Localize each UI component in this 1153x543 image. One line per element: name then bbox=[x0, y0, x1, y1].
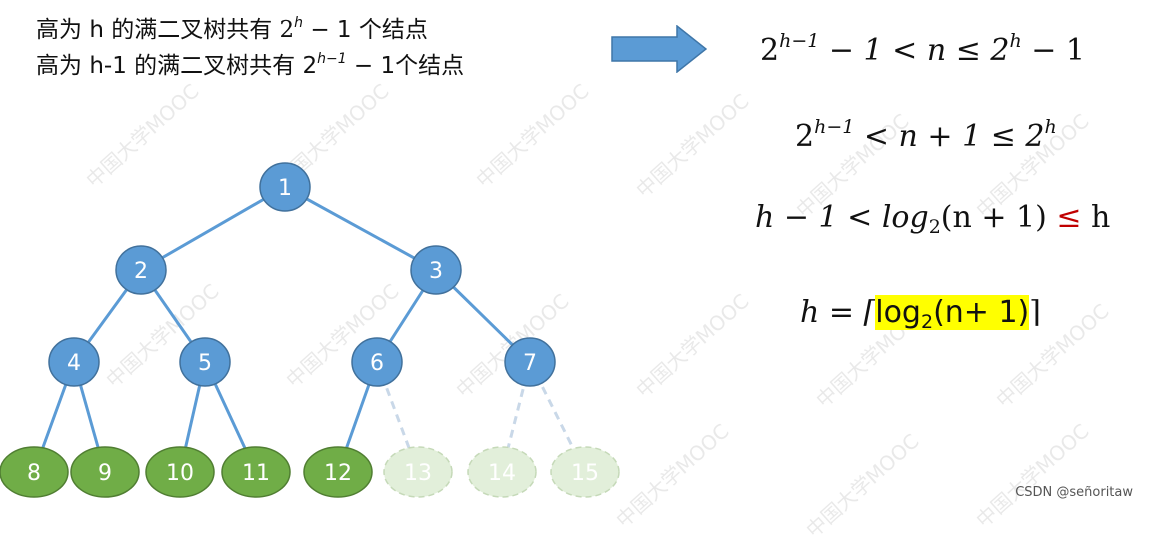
node-label: 8 bbox=[27, 461, 41, 486]
tree-node-4: 4 bbox=[48, 337, 100, 387]
node-shape bbox=[351, 337, 403, 387]
formula-height-result: h = ⌈log2(n+ 1)⌉ bbox=[800, 295, 1041, 333]
formula-log-bounds: h − 1 < log2(n + 1) ≤ h bbox=[755, 200, 1110, 238]
f3-right: h bbox=[1081, 200, 1111, 235]
highlighted-log-expression: log2(n+ 1) bbox=[875, 295, 1030, 333]
node-label: 9 bbox=[98, 461, 112, 486]
tree-node-10: 10 bbox=[145, 446, 215, 498]
node-label: 10 bbox=[166, 461, 194, 486]
tree-node-7: 7 bbox=[504, 337, 556, 387]
line1-mid: 的满二叉树共有 bbox=[103, 17, 280, 43]
f2-rest: < n + 1 ≤ 2 bbox=[854, 119, 1045, 154]
f1-rest: − 1 < n ≤ 2 bbox=[819, 33, 1010, 68]
node-shape bbox=[221, 446, 291, 498]
tree-node-1: 1 bbox=[259, 162, 311, 212]
node-shape bbox=[504, 337, 556, 387]
tree-node-6: 6 bbox=[351, 337, 403, 387]
line2-tail: − 1个结点 bbox=[346, 53, 465, 79]
tree-node-8: 8 bbox=[0, 446, 69, 498]
line1-prefix: 高为 bbox=[36, 17, 90, 43]
tree-node-12: 12 bbox=[303, 446, 373, 498]
node-label: 4 bbox=[67, 351, 81, 376]
full-tree-count-line-h: 高为 h 的满二叉树共有 2h − 1 个结点 bbox=[36, 8, 428, 45]
f1-exp: h−1 bbox=[779, 30, 820, 52]
node-shape bbox=[48, 337, 100, 387]
f3-left: h − 1 < log bbox=[755, 200, 929, 235]
node-shape bbox=[550, 446, 620, 498]
tree-node-3: 3 bbox=[410, 245, 462, 295]
f4-hl-pre: log bbox=[875, 295, 921, 330]
tree-node-2: 2 bbox=[115, 245, 167, 295]
right-arrow-icon bbox=[611, 25, 707, 73]
node-shape bbox=[467, 446, 537, 498]
line1-var: h bbox=[89, 17, 104, 43]
line2-mid: 的满二叉树共有 bbox=[126, 53, 303, 79]
node-shape bbox=[410, 245, 462, 295]
node-shape bbox=[179, 337, 231, 387]
watermark: 中国大学MOOC bbox=[801, 428, 924, 543]
f2-base: 2 bbox=[795, 119, 815, 154]
f1-exp2: h bbox=[1009, 30, 1022, 52]
watermark: 中国大学MOOC bbox=[971, 418, 1094, 533]
line1-base: 2 bbox=[279, 17, 295, 43]
node-label: 7 bbox=[523, 351, 537, 376]
node-label: 15 bbox=[571, 461, 599, 486]
node-label: 5 bbox=[198, 351, 212, 376]
line2-var: h-1 bbox=[89, 53, 127, 79]
f4-right: ⌉ bbox=[1029, 295, 1041, 330]
node-shape bbox=[383, 446, 453, 498]
node-label: 1 bbox=[278, 176, 292, 201]
watermark: 中国大学MOOC bbox=[631, 88, 754, 203]
f2-exp2: h bbox=[1044, 116, 1057, 138]
tree-node-14: 14 bbox=[467, 446, 537, 498]
tree-node-13: 13 bbox=[383, 446, 453, 498]
node-shape bbox=[115, 245, 167, 295]
f3-leq: ≤ bbox=[1056, 200, 1082, 235]
tree-node-9: 9 bbox=[70, 446, 140, 498]
full-tree-count-line-h-minus-1: 高为 h-1 的满二叉树共有 2h−1 − 1个结点 bbox=[36, 44, 464, 81]
watermark: 中国大学MOOC bbox=[631, 288, 754, 403]
line1-exp: h bbox=[294, 15, 304, 31]
tree-node-5: 5 bbox=[179, 337, 231, 387]
formula-node-count-bounds: 2h−1 − 1 < n ≤ 2h − 1 bbox=[760, 30, 1085, 68]
node-label: 2 bbox=[134, 259, 148, 284]
formula-n-plus-1-bounds: 2h−1 < n + 1 ≤ 2h bbox=[795, 116, 1057, 154]
f3-mid: (n + 1) bbox=[940, 200, 1057, 235]
f4-hl-post: (n+ 1) bbox=[933, 295, 1030, 330]
tree-node-15: 15 bbox=[550, 446, 620, 498]
node-label: 14 bbox=[488, 461, 516, 486]
node-label: 13 bbox=[404, 461, 432, 486]
line2-exp: h−1 bbox=[317, 51, 347, 67]
f1-base: 2 bbox=[760, 33, 780, 68]
node-label: 6 bbox=[370, 351, 384, 376]
node-label: 11 bbox=[242, 461, 270, 486]
node-shape bbox=[70, 446, 140, 498]
node-label: 3 bbox=[429, 259, 443, 284]
csdn-credit: CSDN @señoritaw bbox=[1015, 485, 1133, 500]
f4-hl-sub: 2 bbox=[920, 311, 934, 333]
node-shape bbox=[259, 162, 311, 212]
line1-tail: − 1 个结点 bbox=[303, 17, 428, 43]
f3-sub: 2 bbox=[928, 216, 941, 238]
line2-base: 2 bbox=[302, 53, 318, 79]
tree-node-11: 11 bbox=[221, 446, 291, 498]
f4-left: h = ⌈ bbox=[800, 295, 876, 330]
tree-edge-1-2 bbox=[140, 185, 286, 272]
f1-tail: − 1 bbox=[1021, 33, 1086, 68]
line2-prefix: 高为 bbox=[36, 53, 90, 79]
node-label: 12 bbox=[324, 461, 352, 486]
tree-edge-1-3 bbox=[284, 185, 437, 272]
node-shape bbox=[145, 446, 215, 498]
node-shape bbox=[0, 446, 69, 498]
f2-exp: h−1 bbox=[814, 116, 855, 138]
node-shape bbox=[303, 446, 373, 498]
